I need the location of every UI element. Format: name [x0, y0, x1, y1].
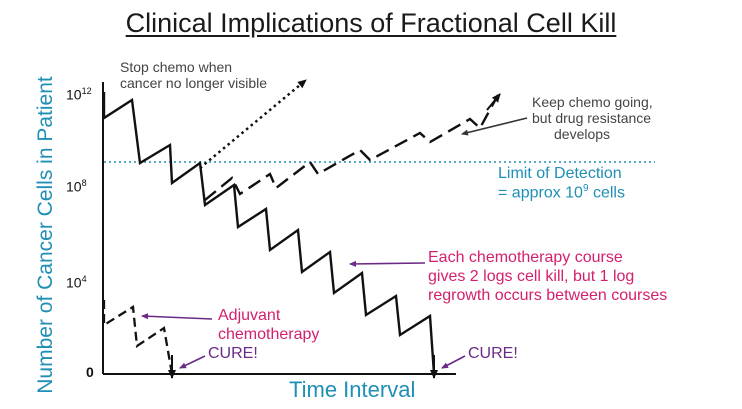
limit-of-detection-value: = approx 109 cells — [498, 183, 625, 203]
stop-chemo-note: Stop chemo when cancer no longer visible — [120, 59, 268, 92]
y-tick-base: 10 — [66, 86, 82, 103]
keep-chemo-note-line-2: but drug resistance — [532, 109, 652, 126]
adjuvant-chemo-curve — [102, 300, 174, 375]
limit-of-detection-note: Limit of Detection = approx 109 cells — [498, 164, 625, 203]
diagram-title: Clinical Implications of Fractional Cell… — [125, 8, 617, 38]
detection-suffix: cells — [588, 184, 625, 202]
adjuvant-note-line-2: chemotherapy — [218, 326, 320, 344]
y-tick-exponent: 8 — [81, 178, 87, 188]
cure-right-pointer — [441, 355, 466, 369]
limit-of-detection-title: Limit of Detection — [498, 165, 622, 182]
x-axis-label: Time Interval — [289, 377, 416, 402]
y-tick-zero: 0 — [86, 364, 94, 380]
drug-resistance-curve — [204, 94, 500, 201]
stop-chemo-note-line-2: cancer no longer visible — [120, 74, 268, 91]
each-course-pointer — [349, 260, 426, 267]
detection-exponent: 9 — [582, 183, 589, 195]
adjuvant-note-line-1: Adjuvant — [218, 307, 281, 324]
keep-chemo-note-line-3: develops — [554, 125, 611, 142]
stop-chemo-note-line-1: Stop chemo when — [120, 59, 233, 75]
adjuvant-pointer — [141, 313, 213, 320]
y-tick-exponent: 4 — [81, 274, 87, 284]
detection-prefix: = approx 10 — [498, 184, 583, 202]
standard-chemo-curve — [102, 92, 436, 375]
adjuvant-note: Adjuvant chemotherapy — [218, 306, 319, 344]
y-tick-exponent: 12 — [81, 86, 92, 96]
cure-left-label: CURE! — [208, 345, 258, 362]
y-tick-base: 10 — [66, 274, 82, 291]
keep-chemo-pointer — [461, 117, 528, 136]
each-course-note-line-2: gives 2 logs cell kill, but 1 log — [428, 268, 635, 286]
y-tick-base: 10 — [66, 178, 82, 195]
each-course-note: Each chemotherapy course gives 2 logs ce… — [428, 248, 667, 306]
y-tick-base: 0 — [86, 364, 94, 380]
cure-right-label: CURE! — [468, 345, 518, 362]
keep-chemo-note: Keep chemo going, but drug resistance de… — [532, 94, 653, 143]
drug-resistance-arrowhead — [486, 93, 501, 111]
y-tick-10-4: 104 — [66, 274, 87, 291]
keep-chemo-note-line-1: Keep chemo going, — [532, 94, 653, 110]
each-course-note-line-3: regrowth occurs between courses — [428, 287, 668, 305]
stop-chemo-regrowth-line — [199, 79, 307, 169]
each-course-note-line-1: Each chemotherapy course — [428, 249, 623, 266]
cure-left-pointer — [179, 355, 206, 369]
y-tick-10-8: 108 — [66, 178, 87, 195]
y-tick-10-12: 1012 — [66, 86, 92, 103]
